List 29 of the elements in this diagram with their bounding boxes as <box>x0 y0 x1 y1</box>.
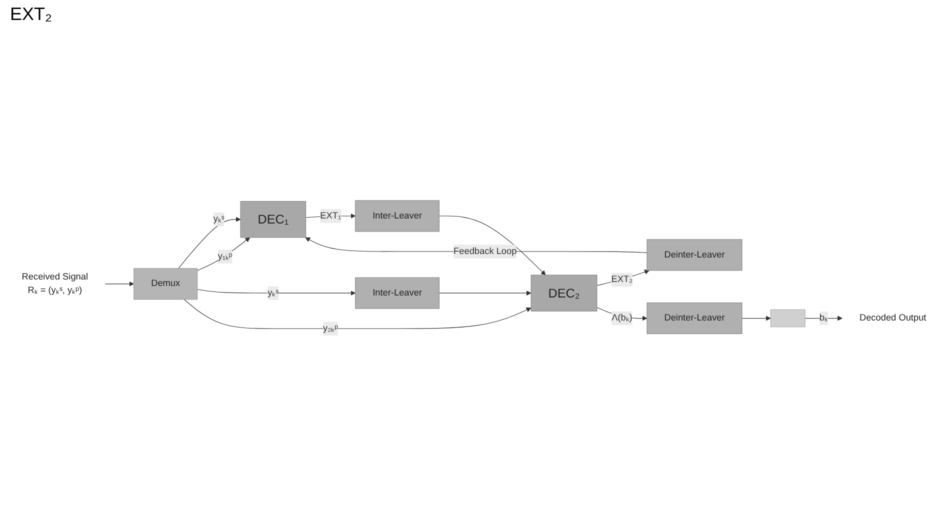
node-box: Inter-Leaver <box>355 277 440 309</box>
node-text: Decoded Output <box>859 313 926 323</box>
node-label: Received Signal <box>22 272 88 282</box>
edge-label: yₖˢ <box>213 214 224 224</box>
edge-label: y₂ₖᵖ <box>323 323 338 334</box>
edge-label: y₁ₖᵖ <box>218 251 232 262</box>
arrow <box>104 281 134 286</box>
edge-label: yₖˢ <box>268 288 279 298</box>
node-box: Inter-Leaver <box>355 200 440 232</box>
arrow <box>438 290 532 296</box>
arrow <box>184 299 532 329</box>
node-box: DEC₁ <box>240 201 306 238</box>
node-box: Deinter-Leaver <box>646 239 742 271</box>
edge-label: Feedback Loop <box>454 246 517 256</box>
node-box: Deinter-Leaver <box>646 302 742 334</box>
arrow <box>197 289 356 296</box>
node-box: Demux <box>134 268 198 300</box>
edge-label: EXT₁ <box>320 210 342 221</box>
node-box: DEC₂ <box>530 274 598 312</box>
edge-label: EXT₂ <box>611 274 633 284</box>
signal-label: EXT₂ <box>10 4 52 25</box>
edge-label: Λ(bₖ) <box>612 313 632 323</box>
arrow <box>742 316 771 321</box>
arrow <box>438 216 546 276</box>
node-label: Rₖ = (yₖˢ, yₖᵖ) <box>28 286 82 296</box>
node-box <box>770 309 806 328</box>
arrow <box>178 216 241 269</box>
arrow <box>197 237 250 271</box>
edge-label: bₖ <box>819 313 828 323</box>
